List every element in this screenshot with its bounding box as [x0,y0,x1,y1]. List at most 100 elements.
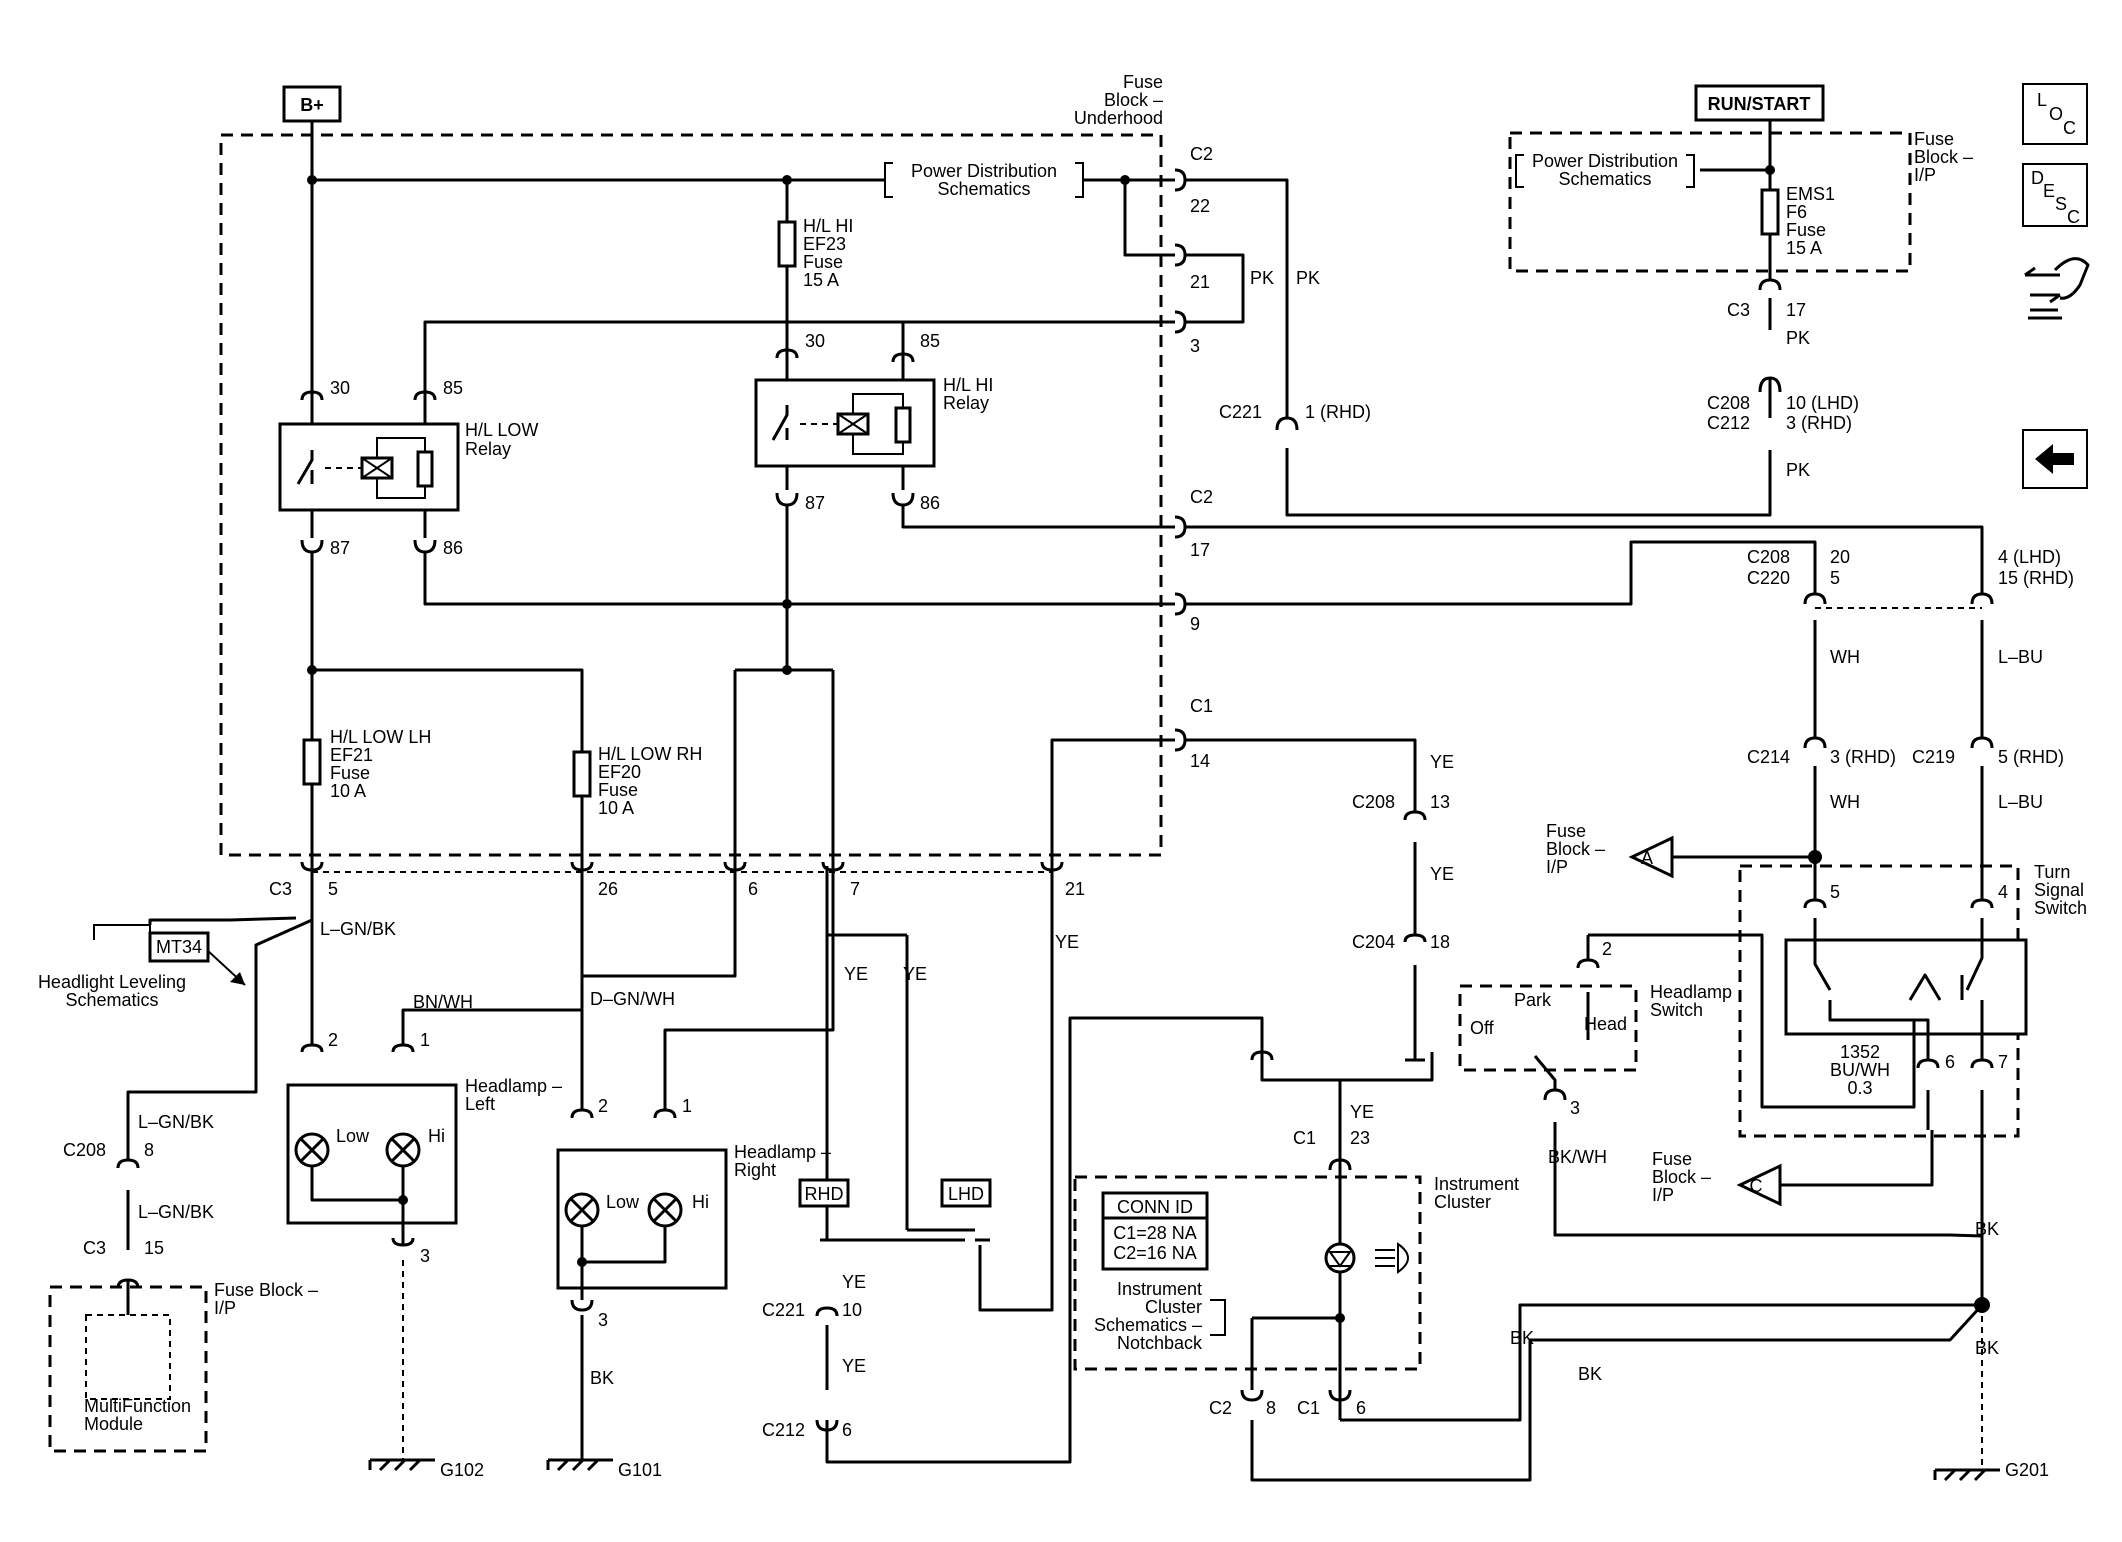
description-icon[interactable]: D E S C [2022,163,2088,227]
wire-ye-2: YE [1430,864,1454,884]
ic-schem-1: Instrument [1117,1279,1202,1299]
c220-pin5: 5 [1830,568,1840,588]
wire-bk-2: BK [1975,1338,1999,1358]
instrument-cluster-schematics-ref[interactable]: Instrument Cluster Schematics – Notchbac… [1094,1279,1226,1353]
ic-schem-2: Cluster [1145,1297,1202,1317]
ic-schem-3: Schematics – [1094,1315,1202,1335]
wire-lgnbk-1: L–GN/BK [320,919,396,939]
fuse-hl-low-lh-name: H/L LOW LH [330,727,431,747]
c2-8-pin: 8 [1266,1398,1276,1418]
ground-g102-label: G102 [440,1460,484,1480]
wire-bk-1: BK [1975,1219,1999,1239]
power-distribution-ref-underhood[interactable]: Power Distribution Schematics [884,161,1084,199]
fuse-block-ip-left-line1: Fuse Block – [214,1280,318,1300]
ground-g201-label: G201 [2005,1460,2049,1480]
c3-pin5: 5 [328,879,338,899]
ground-g101-icon [546,1458,613,1472]
c3-left-pin: 15 [144,1238,164,1258]
c221-pin: 1 (RHD) [1305,402,1371,422]
ground-g102-icon [368,1458,435,1472]
wire-bk-3: BK [1510,1328,1534,1348]
c2-8-conn: C2 [1209,1398,1232,1418]
c219-pin: 5 (RHD) [1998,747,2064,767]
c3-pin7: 7 [850,879,860,899]
turn-signal-switch-outline [1738,864,2020,1138]
c212-6-conn: C212 [762,1420,805,1440]
wire-lbu-1: L–BU [1998,647,2043,667]
relay-low-pin30: 30 [330,378,350,398]
bplus-label: B+ [300,95,324,115]
c204-18-pin: 18 [1430,932,1450,952]
relay-hi-pin30: 30 [805,331,825,351]
c208-pin20: 20 [1830,547,1850,567]
wire-ye-7: YE [903,964,927,984]
c3-top-pin: 17 [1786,300,1806,320]
headlamp-left-line1: Headlamp – [465,1076,562,1096]
bplus-source: B+ [282,85,342,123]
c208-pin-lhd: 10 (LHD) [1786,393,1859,413]
c208-conn: C208 [1707,393,1750,413]
rhd-tag: RHD [805,1184,844,1204]
back-arrow-icon[interactable] [2022,429,2088,489]
c3-top-conn: C3 [1727,300,1750,320]
c212-pin-rhd: 3 (RHD) [1786,413,1852,433]
c212-conn: C212 [1707,413,1750,433]
fuse-hl-hi-rating: 15 A [803,270,839,290]
ic-schem-4: Notchback [1117,1333,1203,1353]
turn-signal-pin5: 5 [1830,882,1840,902]
turn-signal-pin7: 7 [1998,1052,2008,1072]
wire-ye-8: YE [1055,932,1079,952]
relay-hi-subtitle: Relay [943,393,989,413]
fuse-hl-low-rh-id: EF20 [598,762,641,782]
power-distribution-ref-ip[interactable]: Power Distribution Schematics [1515,151,1695,189]
headlamp-right-hi: Hi [692,1192,709,1212]
fuse-ems1-id: F6 [1786,202,1807,222]
loc-l: L [2037,90,2047,110]
headlamp-right-low: Low [606,1192,640,1212]
headlamp-switch-pin2: 2 [1602,939,1612,959]
c2-pin21: 21 [1190,272,1210,292]
fuse-block-ip-left-line2: I/P [214,1298,236,1318]
fuse-ip-a-line3: I/P [1546,857,1568,877]
c2-pin17: 17 [1190,540,1210,560]
c208-13-pin: 13 [1430,792,1450,812]
c214-pin: 3 (RHD) [1830,747,1896,767]
c1-23-pin: 23 [1350,1128,1370,1148]
wire-pk-1: PK [1250,268,1274,288]
relay-hi-title: H/L HI [943,375,993,395]
wire-dgnwh: D–GN/WH [590,989,675,1009]
c208-left-pin: 8 [144,1140,154,1160]
c1-6-pin: 6 [1356,1398,1366,1418]
wire-bnwh: BN/WH [413,992,473,1012]
headlamp-right-pin1: 1 [682,1096,692,1116]
c3-pin6: 6 [748,879,758,899]
turn-signal-line1: Turn [2034,862,2070,882]
c212-6-pin: 6 [842,1420,852,1440]
desc-e: E [2043,181,2055,201]
headlamp-right-line2: Right [734,1160,776,1180]
c2-pin9: 9 [1190,614,1200,634]
fuse-ip-c-tag: C [1750,1176,1763,1196]
fuse-ip-a-line2: Block – [1546,839,1605,859]
locator-icon[interactable]: L O C [2022,83,2088,145]
c221-10-conn: C221 [762,1300,805,1320]
fuse-ems1-name: EMS1 [1786,184,1835,204]
connector-hands-icon[interactable] [2024,257,2090,320]
fuse-ip-c-line3: I/P [1652,1185,1674,1205]
c3-pin26: 26 [598,879,618,899]
headlamp-switch-park: Park [1514,990,1552,1010]
c1-label: C1 [1190,696,1213,716]
fbip-line3: I/P [1914,165,1936,185]
wire-bkwh: BK/WH [1548,1147,1607,1167]
multifunction-module-inner [85,1314,171,1400]
c2-pin22: 22 [1190,196,1210,216]
wire-bk-5: BK [590,1368,614,1388]
c219-conn: C219 [1912,747,1955,767]
headlamp-left-pin3: 3 [420,1246,430,1266]
conn-id-title: CONN ID [1117,1197,1193,1217]
fbip-line2: Block – [1914,147,1973,167]
wire-lgnbk-3: L–GN/BK [138,1202,214,1222]
loc-c: C [2063,118,2076,138]
wire-ye-5: YE [842,1356,866,1376]
